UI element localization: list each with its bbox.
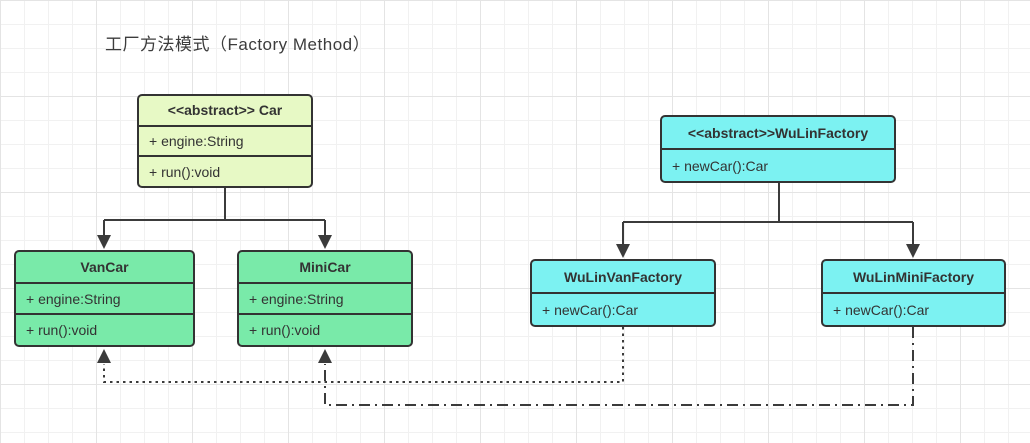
class-header-wulinvanfactory: WuLinVanFactory: [564, 268, 682, 285]
class-member: + engine:String: [139, 124, 311, 156]
arrowhead-down-wulinvanfactory: [616, 244, 630, 258]
class-header-wulinfactory: <<abstract>>WuLinFactory: [687, 124, 869, 141]
arrowhead-down-minicar: [318, 235, 332, 249]
arrowhead-up-vancar: [97, 349, 111, 363]
class-header-minicar: MiniCar: [299, 258, 351, 275]
diagram-title: 工厂方法模式（Factory Method）: [105, 35, 371, 54]
class-member: + newCar():Car: [662, 148, 894, 181]
arrowhead-up-minicar: [318, 349, 332, 363]
class-header-wulinminifactory: WuLinMiniFactory: [852, 268, 975, 285]
dependency-connector-wulinvanfactory-vancar[interactable]: [97, 327, 624, 383]
arrowhead-down-vancar: [97, 235, 111, 249]
class-member: + run():void: [239, 313, 411, 345]
arrowhead-down-wulinminifactory: [906, 244, 920, 258]
dependency-connector-wulinminifactory-minicar[interactable]: [318, 327, 914, 406]
class-member: + run():void: [16, 313, 193, 345]
class-member: + newCar():Car: [532, 292, 714, 325]
class-header-car: <<abstract>> Car: [167, 102, 283, 119]
class-member: + engine:String: [239, 281, 411, 314]
class-box-car[interactable]: <<abstract>> Car + engine:String + run()…: [137, 94, 313, 188]
class-box-wulinfactory[interactable]: <<abstract>>WuLinFactory + newCar():Car: [660, 115, 896, 183]
inheritance-connector-car-children[interactable]: [97, 188, 332, 249]
class-box-minicar[interactable]: MiniCar + engine:String + run():void: [237, 250, 413, 347]
class-member: + engine:String: [16, 281, 193, 314]
class-box-wulinminifactory[interactable]: WuLinMiniFactory + newCar():Car: [821, 259, 1006, 327]
inheritance-connector-wulinfactory-children[interactable]: [616, 183, 920, 258]
class-box-wulinvanfactory[interactable]: WuLinVanFactory + newCar():Car: [530, 259, 716, 327]
class-member: + run():void: [139, 155, 311, 186]
class-member: + newCar():Car: [823, 292, 1004, 325]
class-header-vancar: VanCar: [80, 258, 129, 275]
class-box-vancar[interactable]: VanCar + engine:String + run():void: [14, 250, 195, 347]
